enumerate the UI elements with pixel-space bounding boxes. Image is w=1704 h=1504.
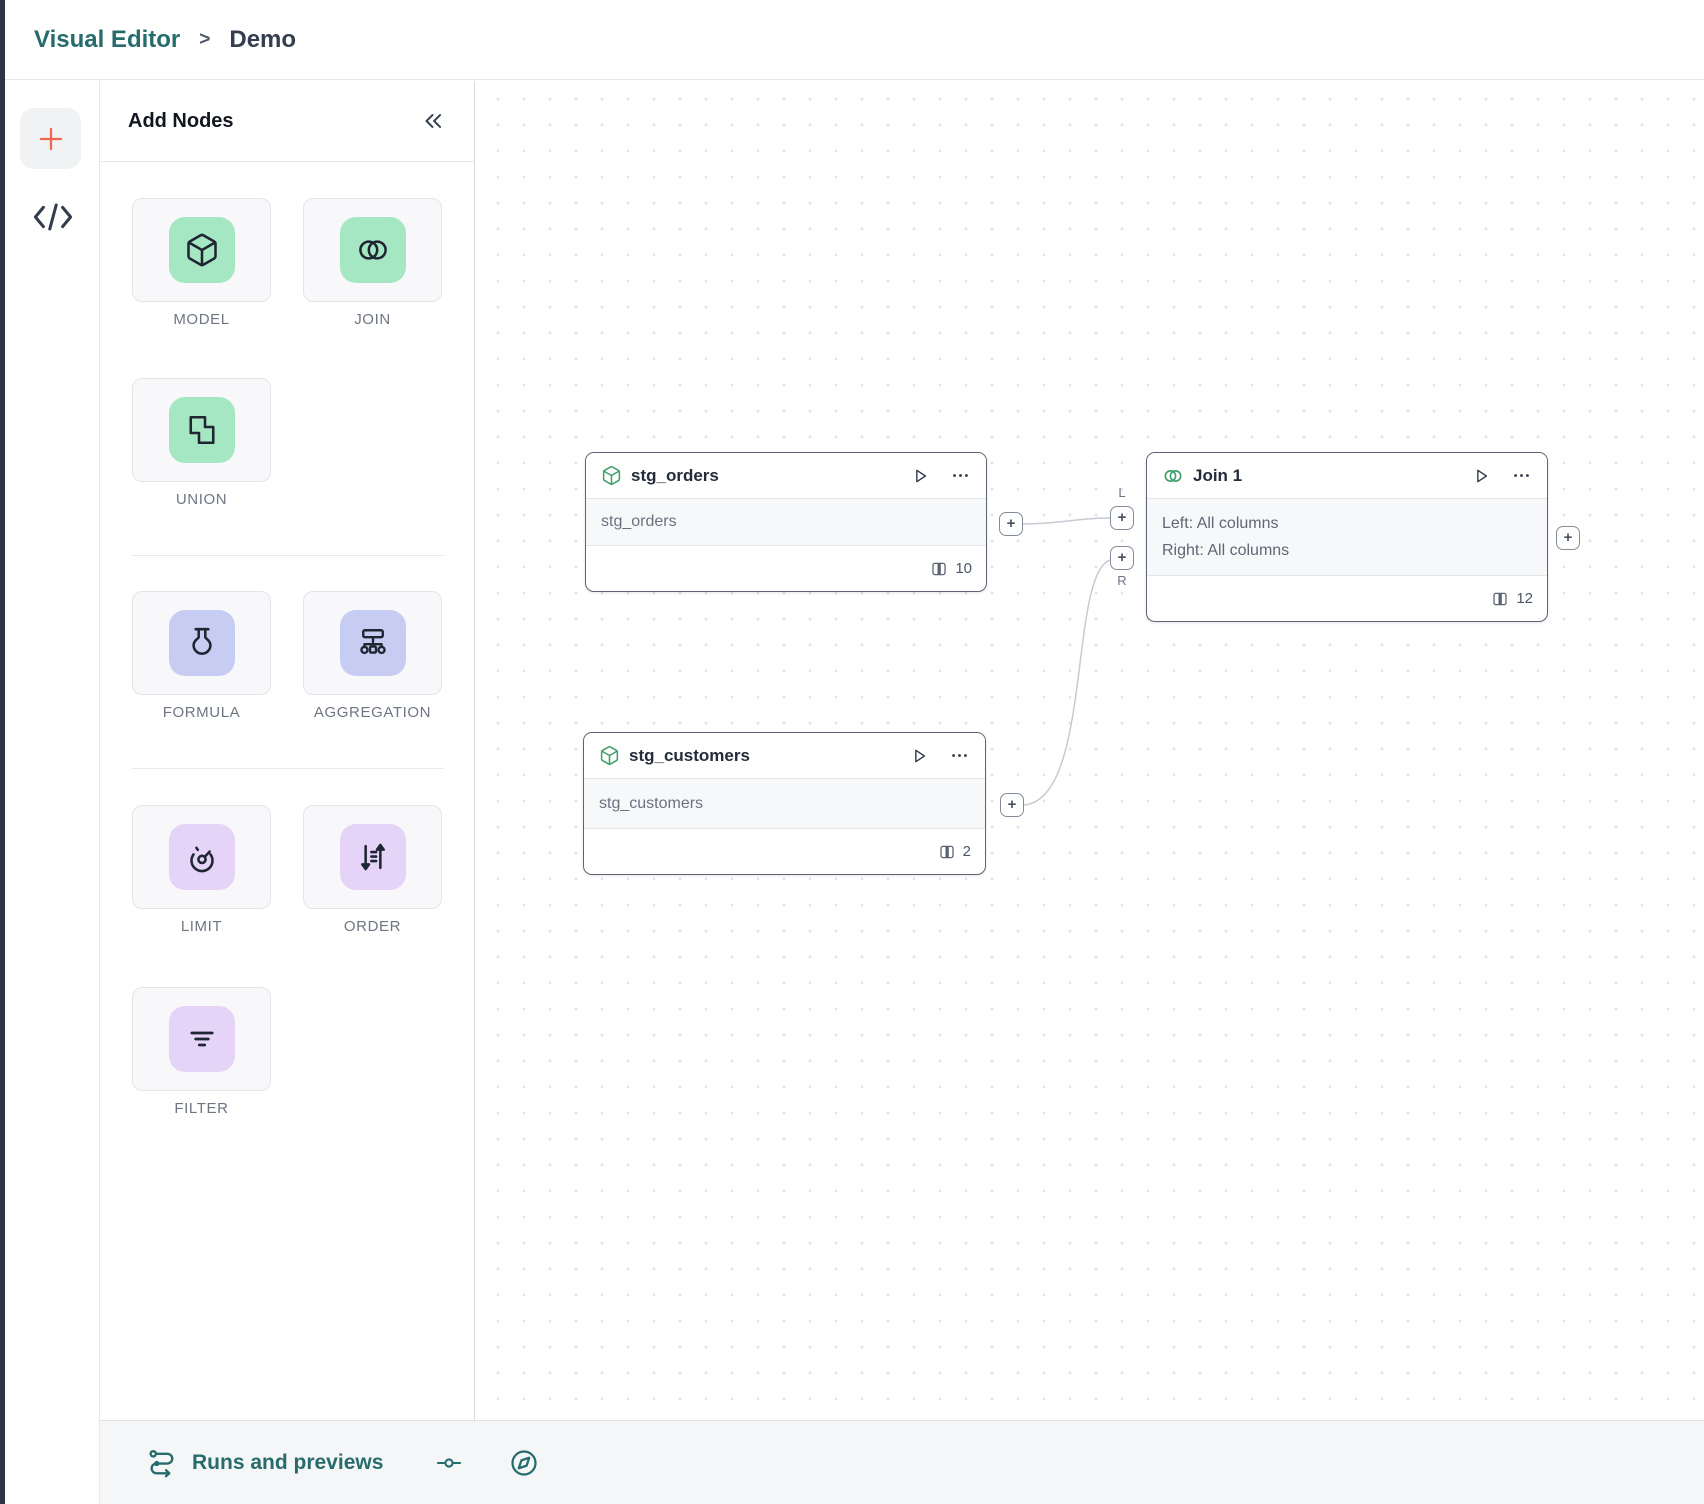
cube-icon — [186, 233, 217, 267]
node-title: Join 1 — [1193, 465, 1243, 485]
commit-icon — [437, 1457, 462, 1468]
node-tile-order[interactable]: ORDER — [303, 805, 442, 935]
tile-label: FILTER — [174, 1100, 229, 1117]
join-right-port-label: R — [1117, 573, 1127, 588]
cube-icon — [600, 745, 619, 766]
column-count: 2 — [962, 843, 971, 860]
node-tile-limit[interactable]: LIMIT — [132, 805, 271, 935]
node-tile-filter[interactable]: FILTER — [132, 987, 271, 1117]
node-menu-button[interactable] — [1510, 465, 1532, 487]
code-icon — [33, 203, 72, 231]
node-footer: 2 — [584, 829, 985, 874]
ellipsis-icon — [1513, 474, 1529, 477]
node-header: Join 1 — [1147, 453, 1547, 498]
node-tile-union[interactable]: UNION — [132, 378, 271, 508]
node-footer: 12 — [1147, 576, 1547, 621]
cube-icon — [602, 465, 621, 486]
columns-icon — [940, 845, 954, 858]
play-icon — [916, 469, 927, 482]
play-icon — [915, 749, 926, 762]
window-left-edge — [0, 0, 5, 1504]
commit-button[interactable] — [433, 1450, 465, 1476]
node-header: stg_customers — [584, 733, 985, 778]
add-nodes-panel-header: Add Nodes — [100, 81, 474, 162]
join-left-port-label: L — [1118, 485, 1126, 500]
edge-customers-to-join-right — [1023, 559, 1111, 806]
node-tile-join[interactable]: JOIN — [303, 198, 442, 328]
runs-icon — [149, 1449, 174, 1477]
port-join-left-input[interactable]: + — [1110, 506, 1134, 530]
tile-label: JOIN — [354, 311, 391, 328]
ellipsis-icon — [951, 754, 967, 757]
node-subtitle: stg_orders — [601, 513, 677, 530]
node-tile-aggregation[interactable]: AGGREGATION — [303, 591, 442, 721]
explore-compass-button[interactable] — [509, 1448, 539, 1478]
breadcrumb-root-link[interactable]: Visual Editor — [34, 25, 181, 53]
columns-icon — [1493, 592, 1507, 605]
run-node-button[interactable] — [1470, 465, 1492, 487]
join-circles-icon — [358, 240, 387, 260]
gauge-icon — [189, 846, 214, 873]
run-node-button[interactable] — [909, 465, 931, 487]
flask-icon — [191, 627, 212, 655]
node-menu-button[interactable] — [948, 745, 970, 767]
tile-label: FORMULA — [162, 704, 241, 721]
union-squares-icon — [188, 415, 215, 445]
column-count: 12 — [1516, 590, 1533, 607]
breadcrumb: Visual Editor > Demo — [5, 0, 1704, 80]
chevrons-left-icon — [425, 114, 442, 128]
node-stg-customers[interactable]: stg_customers stg_customers 2 — [583, 732, 986, 875]
join-circles-icon — [1164, 469, 1182, 482]
breadcrumb-separator: > — [199, 28, 211, 50]
add-node-button[interactable] — [20, 108, 81, 169]
compass-icon — [511, 1449, 538, 1476]
edge-orders-to-join-left — [1022, 517, 1111, 525]
port-join-right-input[interactable]: + — [1110, 546, 1134, 570]
sort-arrows-icon — [360, 843, 385, 871]
panel-title: Add Nodes — [128, 109, 234, 132]
tile-label: AGGREGATION — [313, 704, 432, 721]
page-title: Demo — [229, 25, 297, 53]
node-join-1[interactable]: Join 1 Left: All columns Right: All colu… — [1146, 452, 1548, 622]
node-title: stg_customers — [629, 745, 750, 765]
port-stg-customers-output[interactable]: + — [1000, 793, 1024, 817]
left-rail — [5, 81, 100, 1504]
port-stg-orders-output[interactable]: + — [999, 512, 1023, 536]
bottom-bar: Runs and previews — [100, 1420, 1704, 1504]
collapse-panel-button[interactable] — [418, 106, 448, 136]
node-tile-model[interactable]: MODEL — [132, 198, 271, 328]
tile-label: LIMIT — [180, 918, 223, 935]
node-subtitle: stg_customers — [599, 794, 704, 812]
panel-divider — [132, 555, 443, 556]
port-join-output[interactable]: + — [1556, 526, 1580, 550]
columns-icon — [932, 562, 946, 575]
column-count: 10 — [955, 560, 972, 577]
node-config-rows: Left: All columns Right: All columns — [1147, 498, 1547, 576]
node-title: stg_orders — [631, 465, 719, 485]
node-tile-formula[interactable]: FORMULA — [132, 591, 271, 721]
runs-and-previews-label: Runs and previews — [192, 1450, 384, 1474]
node-subtitle-row: stg_orders — [586, 498, 986, 546]
panel-divider — [132, 768, 443, 769]
node-footer: 10 — [586, 546, 986, 591]
aggregation-tree-icon — [359, 629, 386, 655]
tile-label: UNION — [175, 491, 228, 508]
node-header: stg_orders — [586, 453, 986, 498]
ellipsis-icon — [952, 474, 968, 477]
play-icon — [1477, 469, 1488, 482]
add-nodes-panel: Add Nodes MODEL JOIN — [100, 81, 475, 1420]
flow-canvas[interactable]: stg_orders stg_orders 10 stg_cus — [476, 81, 1704, 1420]
tile-label: MODEL — [173, 311, 230, 328]
node-menu-button[interactable] — [949, 465, 971, 487]
node-stg-orders[interactable]: stg_orders stg_orders 10 — [585, 452, 987, 592]
run-node-button[interactable] — [908, 745, 930, 767]
join-left-config: Left: All columns — [1162, 515, 1279, 532]
node-subtitle-row: stg_customers — [584, 778, 985, 829]
plus-icon — [39, 127, 62, 150]
filter-lines-icon — [189, 1031, 214, 1047]
runs-and-previews-button[interactable] — [147, 1448, 177, 1478]
tile-label: ORDER — [343, 918, 402, 935]
code-editor-button[interactable] — [30, 199, 75, 235]
join-right-config: Right: All columns — [1162, 542, 1290, 559]
